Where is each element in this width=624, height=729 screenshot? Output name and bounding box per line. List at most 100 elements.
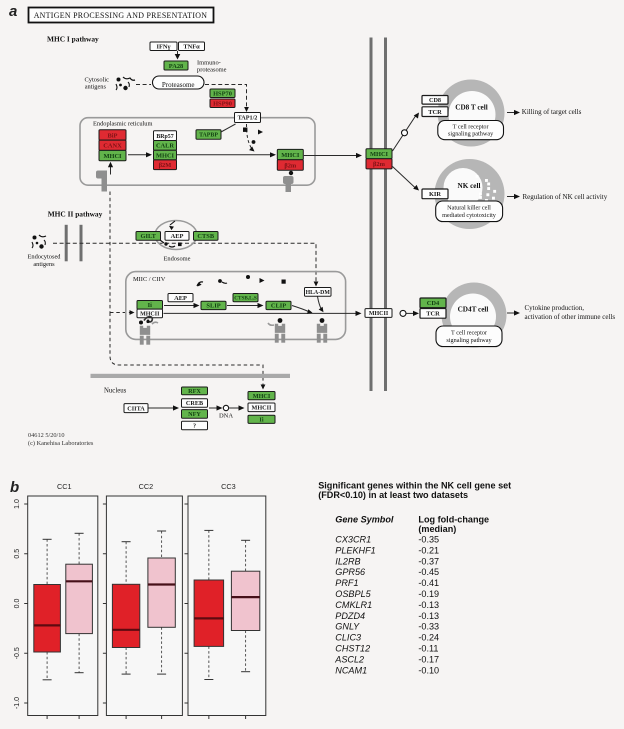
svg-text:MHCI: MHCI: [253, 393, 271, 400]
svg-text:-1.0: -1.0: [14, 697, 21, 709]
svg-text:-0.10: -0.10: [418, 665, 439, 675]
svg-text:BiP: BiP: [108, 132, 118, 139]
svg-text:AEP: AEP: [174, 295, 187, 302]
svg-text:HLA-DM: HLA-DM: [306, 290, 331, 296]
svg-text:-0.5: -0.5: [14, 647, 21, 659]
svg-text:-0.35: -0.35: [418, 535, 439, 545]
svg-text:CHST12: CHST12: [335, 644, 370, 654]
svg-text:TAPBP: TAPBP: [199, 133, 218, 139]
svg-text:CD8: CD8: [429, 97, 441, 104]
svg-text:NK cell: NK cell: [458, 182, 481, 190]
svg-text:CD8 T cell: CD8 T cell: [455, 104, 487, 112]
svg-text:CLIP: CLIP: [271, 303, 286, 310]
svg-text:-0.17: -0.17: [418, 654, 439, 664]
svg-text:proteasome: proteasome: [197, 67, 227, 74]
svg-text:CC1: CC1: [57, 482, 72, 491]
svg-text:-0.19: -0.19: [418, 589, 439, 599]
svg-text:MHCII: MHCII: [369, 311, 389, 317]
svg-text:-0.21: -0.21: [418, 545, 439, 555]
svg-text:ANTIGEN PROCESSING AND PRESENT: ANTIGEN PROCESSING AND PRESENTATION: [34, 11, 208, 20]
svg-text:MIIC / CIIV: MIIC / CIIV: [133, 276, 166, 283]
svg-text:Ii: Ii: [259, 417, 263, 424]
svg-text:GNLY: GNLY: [335, 622, 360, 632]
svg-text:(c) Kanehisa Laboratories: (c) Kanehisa Laboratories: [28, 440, 94, 447]
svg-text:CX3CR1: CX3CR1: [335, 535, 371, 545]
svg-text:CLIC3: CLIC3: [335, 633, 361, 643]
svg-text:signaling pathway: signaling pathway: [446, 337, 492, 344]
svg-text:b: b: [10, 479, 19, 496]
svg-text:MHCI: MHCI: [103, 153, 122, 160]
svg-text:NCAM1: NCAM1: [335, 665, 367, 675]
svg-text:GILT: GILT: [141, 233, 157, 240]
svg-text:04612 5/20/10: 04612 5/20/10: [28, 432, 65, 439]
svg-text:Regulation of NK cell activity: Regulation of NK cell activity: [523, 193, 608, 201]
svg-text:MHC I pathway: MHC I pathway: [47, 35, 99, 44]
svg-text:PLEKHF1: PLEKHF1: [335, 545, 375, 555]
svg-text:β2m: β2m: [284, 162, 297, 169]
svg-text:1.0: 1.0: [14, 499, 21, 509]
svg-text:-0.37: -0.37: [418, 556, 439, 566]
svg-text:0.5: 0.5: [14, 549, 21, 559]
svg-text:GPR56: GPR56: [335, 567, 366, 577]
svg-text:-0.11: -0.11: [418, 644, 438, 654]
svg-text:ASCL2: ASCL2: [334, 654, 364, 664]
svg-text:CTSB: CTSB: [197, 233, 214, 240]
svg-text:activation of other immune cel: activation of other immune cells: [525, 313, 616, 321]
svg-text:TCR: TCR: [426, 311, 440, 318]
svg-text:Ii: Ii: [148, 302, 152, 309]
svg-text:-0.24: -0.24: [418, 633, 439, 643]
svg-text:Cytokine production,: Cytokine production,: [525, 304, 585, 312]
svg-text:KIR: KIR: [429, 191, 441, 198]
svg-text:(FDR<0.10) in at least two dat: (FDR<0.10) in at least two datasets: [318, 490, 468, 500]
svg-text:-0.33: -0.33: [418, 622, 439, 632]
svg-text:β2m: β2m: [373, 161, 386, 168]
svg-text:RFX: RFX: [188, 388, 201, 395]
svg-text:CTSB,L,S: CTSB,L,S: [234, 295, 257, 301]
svg-text:CC3: CC3: [221, 482, 236, 491]
svg-text:CALR: CALR: [156, 143, 174, 150]
svg-text:CD4T cell: CD4T cell: [458, 306, 489, 314]
svg-text:MHCII: MHCII: [252, 405, 273, 412]
svg-text:HSP70: HSP70: [213, 91, 232, 98]
svg-text:IL2RB: IL2RB: [335, 556, 360, 566]
svg-text:MHCI: MHCI: [281, 152, 300, 159]
svg-text:MHCI: MHCI: [156, 152, 175, 159]
svg-text:AEP: AEP: [171, 233, 184, 240]
svg-text:MHC II pathway: MHC II pathway: [48, 210, 103, 219]
svg-text:-0.13: -0.13: [418, 611, 439, 621]
svg-text:CREB: CREB: [186, 400, 203, 407]
svg-text:?: ?: [193, 423, 196, 430]
svg-text:Significant genes within the N: Significant genes within the NK cell gen…: [318, 481, 511, 491]
svg-text:MHCI: MHCI: [370, 151, 389, 158]
svg-text:OSBPL5: OSBPL5: [335, 589, 371, 599]
svg-text:MHCII: MHCII: [140, 312, 160, 318]
svg-text:mediated cytotoxicity: mediated cytotoxicity: [442, 212, 497, 219]
svg-text:CD4: CD4: [427, 300, 440, 307]
svg-text:Immuno-: Immuno-: [197, 60, 221, 67]
svg-text:Nucleus: Nucleus: [104, 388, 127, 395]
svg-text:CC2: CC2: [139, 482, 154, 491]
svg-text:TAP1/2: TAP1/2: [238, 115, 258, 122]
svg-text:DNA: DNA: [219, 413, 233, 420]
svg-text:signaling pathway: signaling pathway: [448, 131, 494, 138]
svg-text:Gene Symbol: Gene Symbol: [335, 515, 394, 525]
svg-text:T cell receptor: T cell receptor: [451, 330, 487, 337]
svg-text:CIITA: CIITA: [127, 405, 145, 412]
svg-text:TNFα: TNFα: [183, 44, 200, 51]
svg-text:PDZD4: PDZD4: [335, 611, 365, 621]
svg-text:HSP90: HSP90: [213, 101, 232, 108]
svg-text:BRp57: BRp57: [156, 134, 173, 140]
svg-text:PA28: PA28: [169, 63, 183, 70]
svg-text:antigens: antigens: [85, 84, 107, 91]
svg-text:Endocytosed: Endocytosed: [27, 254, 61, 261]
svg-text:Cytosolic: Cytosolic: [85, 77, 110, 84]
svg-text:0.0: 0.0: [14, 599, 21, 609]
svg-text:Killing of target cells: Killing of target cells: [522, 108, 582, 116]
svg-text:a: a: [9, 3, 17, 20]
svg-text:antigens: antigens: [33, 261, 55, 268]
svg-text:CMKLR1: CMKLR1: [335, 600, 372, 610]
svg-text:NFY: NFY: [188, 411, 201, 418]
svg-text:TCR: TCR: [428, 109, 442, 116]
svg-text:-0.13: -0.13: [418, 600, 439, 610]
svg-text:Proteasome: Proteasome: [162, 81, 195, 89]
